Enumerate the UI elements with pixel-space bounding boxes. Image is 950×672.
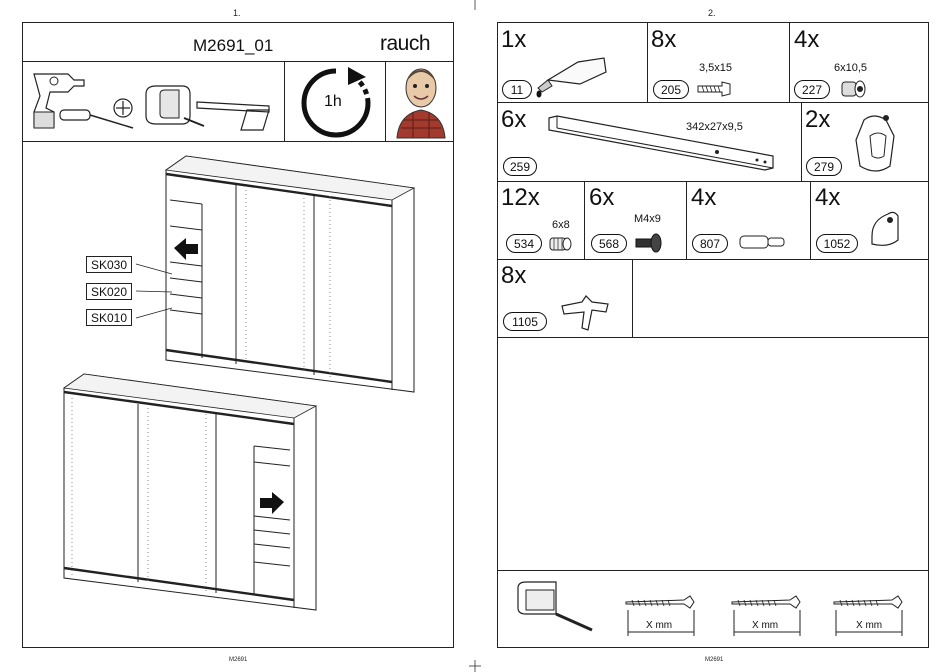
cell-divider <box>789 22 790 102</box>
label-sk030: SK030 <box>86 256 132 273</box>
part-dimension: 6x10,5 <box>834 62 867 74</box>
part-qty: 1x <box>501 28 526 52</box>
part-id-badge: 568 <box>591 234 627 253</box>
screw-gauge-3 <box>832 588 912 640</box>
page-number: 1. <box>233 8 241 18</box>
row-divider <box>497 102 929 103</box>
part-qty: 12x <box>501 186 540 210</box>
part-qty: 8x <box>501 264 526 288</box>
bracket-279-icon <box>848 110 908 180</box>
tools-time-divider <box>284 61 285 141</box>
time-person-divider <box>385 61 386 141</box>
cell-divider <box>810 181 811 259</box>
part-dimension: 3,5x15 <box>699 62 732 74</box>
assembler-avatar <box>393 64 449 140</box>
page-footer: M2691 <box>229 657 247 663</box>
tape-measure-icon <box>512 578 602 638</box>
cell-divider <box>686 181 687 259</box>
label-sk010: SK010 <box>86 309 132 326</box>
page-footer: M2691 <box>705 657 723 663</box>
screw-length-label: X mm <box>856 620 882 631</box>
part-id-badge: 1105 <box>503 312 547 331</box>
row-divider <box>497 570 929 571</box>
row-divider <box>497 181 929 182</box>
part-id-badge: 1052 <box>816 234 858 253</box>
pin-807-icon <box>736 230 792 254</box>
phillips-icon <box>111 96 135 120</box>
cell-divider <box>632 259 633 337</box>
screw-gauge-1 <box>624 588 704 640</box>
screw-length-label: X mm <box>752 620 778 631</box>
part-dimension: 6x8 <box>552 219 570 231</box>
row-divider <box>497 259 929 260</box>
screw-568-icon <box>634 232 664 254</box>
clip-1105-icon <box>556 292 616 336</box>
cell-divider <box>647 22 648 102</box>
part-id-badge: 205 <box>653 80 689 99</box>
glue-tube-icon <box>534 50 614 100</box>
connector-227-icon <box>838 78 868 102</box>
tools-divider <box>22 141 454 142</box>
part-id-badge: 279 <box>806 157 842 176</box>
part-qty: 2x <box>805 108 830 132</box>
cell-divider <box>584 181 585 259</box>
square-ruler-icon <box>195 96 275 136</box>
part-dimension: M4x9 <box>634 213 661 225</box>
time-label: 1h <box>324 93 342 111</box>
part-id-badge: 227 <box>794 80 830 99</box>
header-divider <box>22 61 454 62</box>
wardrobe-diagram-bottom <box>58 368 328 613</box>
cell-divider <box>801 102 802 181</box>
part-id-badge: 259 <box>503 157 537 176</box>
screw-205-icon <box>696 78 736 100</box>
part-qty: 4x <box>815 186 840 210</box>
part-qty: 6x <box>501 108 526 132</box>
part-qty: 8x <box>651 28 676 52</box>
part-qty: 4x <box>691 186 716 210</box>
part-qty: 4x <box>794 28 819 52</box>
dowel-534-icon <box>548 234 574 254</box>
sk-leader-lines <box>130 256 230 336</box>
screw-gauge-2 <box>730 588 810 640</box>
rail-259-icon <box>545 114 785 174</box>
part-qty: 6x <box>589 186 614 210</box>
label-sk020: SK020 <box>86 283 132 300</box>
page-number: 2. <box>708 8 716 18</box>
screw-length-label: X mm <box>646 620 672 631</box>
part-id-badge: 11 <box>502 80 532 99</box>
part-id-badge: 807 <box>692 234 728 253</box>
row-divider <box>497 337 929 338</box>
shelf-support-1052-icon <box>866 206 910 252</box>
part-id-badge: 534 <box>506 234 542 253</box>
model-title: M2691_01 <box>193 36 273 56</box>
brand-logo: rauch <box>380 32 430 56</box>
